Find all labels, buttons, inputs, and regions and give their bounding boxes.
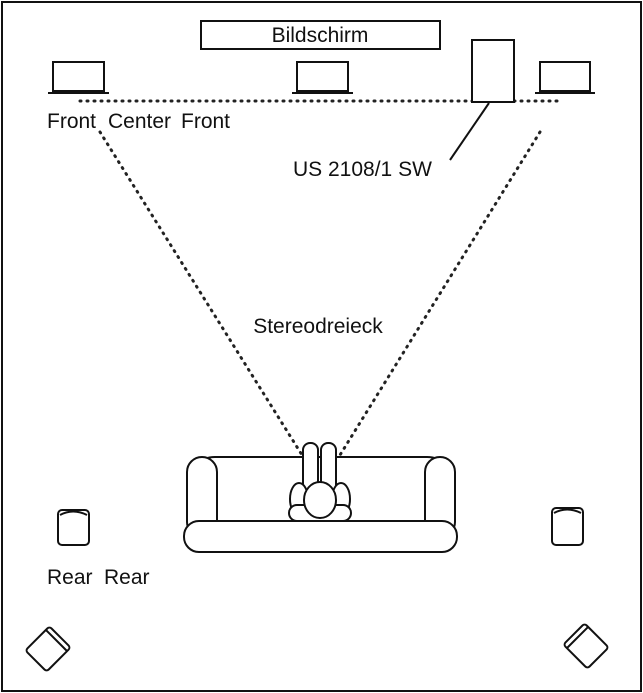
front-left-speaker: [48, 61, 109, 94]
corner-right-speaker: [563, 623, 609, 669]
corner-right-speaker-edge: [566, 626, 589, 649]
corner-left-speaker-edge: [45, 629, 68, 652]
listener: [288, 442, 352, 522]
listener-head: [303, 481, 337, 519]
screen: Bildschirm: [200, 20, 441, 50]
center-speaker-body: [296, 61, 349, 92]
subwoofer-label: US 2108/1 SW: [293, 158, 432, 181]
rear-right-speaker-body: [551, 507, 584, 546]
front-right-speaker: [535, 61, 595, 94]
corner-left-speaker-body: [25, 626, 71, 672]
front-right-label: Front: [181, 110, 230, 133]
front-right-speaker-body: [539, 61, 591, 92]
stereo-triangle-right-line: [338, 130, 542, 457]
sofa-seat: [183, 520, 458, 553]
stereo-triangle-label: Stereodreieck: [253, 315, 383, 338]
subwoofer: [449, 39, 515, 161]
screen-label: Bildschirm: [272, 24, 369, 47]
corner-right-speaker-body: [563, 623, 609, 669]
screen-box: [200, 20, 441, 50]
front-left-label: Front: [47, 110, 96, 133]
center-label: Center: [108, 110, 171, 133]
rear-left-label: Rear: [47, 566, 93, 589]
subwoofer-pointer: [449, 102, 490, 161]
rear-right-speaker-top: [553, 508, 582, 514]
rear-left-speaker-body: [57, 509, 90, 546]
corner-left-speaker: [25, 626, 71, 672]
front-left-speaker-body: [52, 61, 105, 92]
rear-right-label: Rear: [104, 566, 150, 589]
stereo-triangle-left-line: [98, 130, 304, 457]
rear-right-speaker: [551, 507, 584, 546]
rear-left-speaker: [57, 509, 90, 546]
center-speaker: [292, 61, 353, 94]
rear-left-speaker-top: [59, 510, 88, 516]
subwoofer-box: [471, 39, 515, 103]
